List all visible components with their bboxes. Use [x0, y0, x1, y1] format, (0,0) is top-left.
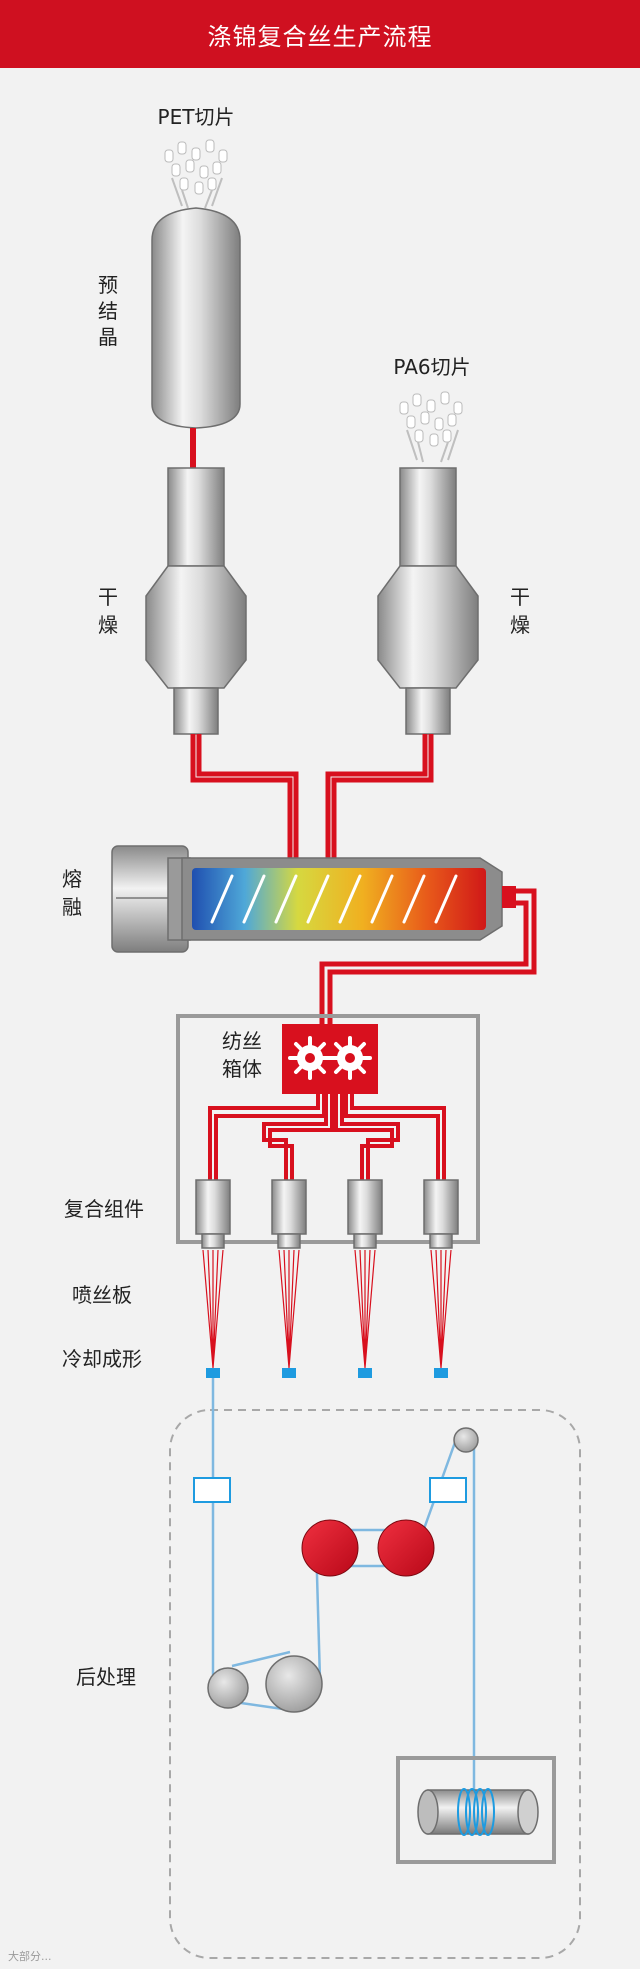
- svg-text:纺丝: 纺丝: [222, 1029, 262, 1053]
- composite-packs: [195, 1179, 459, 1249]
- watermark: 大部分...: [8, 1950, 52, 1963]
- gray-rollers: [207, 1427, 479, 1713]
- cooling-nozzles: [206, 1368, 448, 1378]
- post-treatment-label: 后处理: [76, 1665, 136, 1689]
- svg-text:燥: 燥: [98, 613, 118, 637]
- composite-pack-4: [423, 1179, 459, 1249]
- spinning-box-frame: [176, 1014, 480, 1244]
- svg-text:预: 预: [98, 273, 118, 297]
- svg-text:干: 干: [510, 585, 530, 609]
- extruder-motor: [111, 845, 191, 953]
- cooling-label: 冷却成形: [62, 1347, 142, 1371]
- svg-text:熔: 熔: [62, 867, 82, 891]
- winding-spool: [417, 1788, 539, 1836]
- svg-text:晶: 晶: [98, 325, 118, 349]
- composite-pack-1: [195, 1179, 231, 1249]
- svg-text:燥: 燥: [510, 613, 530, 637]
- pa6-chips-streams: [406, 429, 459, 463]
- precrystallize-label: 预 结 晶: [98, 273, 118, 349]
- winder-frame: [396, 1756, 556, 1864]
- composite-pack-label: 复合组件: [64, 1197, 144, 1221]
- extruder-to-spinbox-pipe: [319, 888, 537, 1036]
- fiber-path: [211, 1378, 476, 1812]
- distribution-pipes: [208, 1094, 446, 1180]
- pet-chips-label: PET切片: [158, 105, 235, 129]
- right-dryer: [377, 467, 479, 735]
- svg-text:融: 融: [62, 895, 82, 919]
- extruder-barrel: [181, 857, 516, 941]
- svg-text:干: 干: [98, 585, 118, 609]
- right-dry-label: 干 燥: [510, 585, 530, 637]
- pet-chips-pile: [164, 139, 228, 195]
- hot-draw-rollers: [301, 1519, 435, 1577]
- spin-box-label: 纺丝 箱体: [222, 1029, 262, 1081]
- left-dry-label: 干 燥: [98, 585, 118, 637]
- composite-pack-2: [271, 1179, 307, 1249]
- page-header: 涤锦复合丝生产流程: [0, 0, 640, 68]
- pet-chips-streams: [171, 177, 223, 209]
- pa6-chips-pile: [399, 391, 463, 447]
- melt-label: 熔 融: [62, 867, 82, 919]
- page-title: 涤锦复合丝生产流程: [207, 22, 433, 51]
- precrystallizer-tank: [151, 207, 241, 429]
- thread-guides: [193, 1477, 467, 1503]
- metering-pump: [282, 1024, 378, 1094]
- dryer-to-extruder-pipes: [190, 734, 434, 862]
- spinneret-filaments: [202, 1249, 452, 1369]
- pa6-chips-label: PA6切片: [393, 355, 470, 379]
- composite-pack-3: [347, 1179, 383, 1249]
- left-dryer: [145, 467, 247, 735]
- svg-text:结: 结: [98, 299, 118, 323]
- pipe-precrystallizer-to-dryer: [190, 428, 196, 468]
- svg-text:箱体: 箱体: [222, 1057, 262, 1081]
- spinneret-label: 喷丝板: [72, 1283, 132, 1307]
